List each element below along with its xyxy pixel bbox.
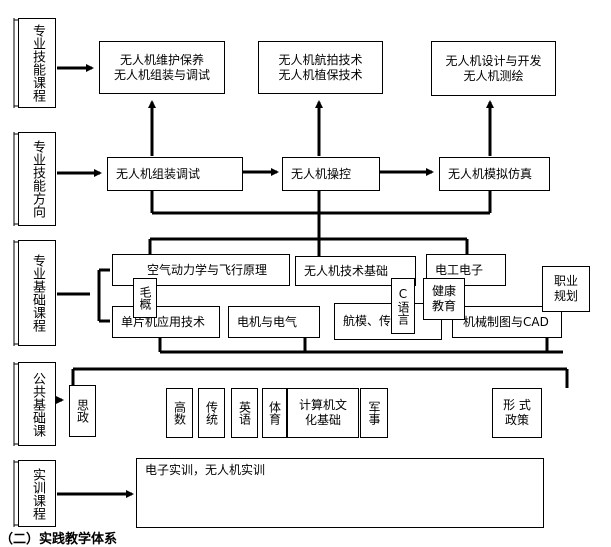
skills-course-aerial: 无人机航拍技术无人机植保技术 xyxy=(258,41,383,94)
foundation-mao: 毛概 xyxy=(133,278,157,318)
category-skills-direction: 专业技能方向 xyxy=(18,132,56,226)
foundation-health: 健康教育 xyxy=(423,278,465,320)
foundation-aerodynamics: 空气动力学与飞行原理 xyxy=(112,254,290,286)
skills-course-design: 无人机设计与开发无人机测绘 xyxy=(431,41,556,96)
category-foundation-courses: 专业基础课程 xyxy=(18,240,56,346)
direction-operation: 无人机操控 xyxy=(282,157,380,191)
public-computer: 计算机文化基础 xyxy=(287,388,359,438)
practical-training: 电子实训，无人机实训 xyxy=(136,458,544,528)
foundation-career: 职业规划 xyxy=(542,266,590,312)
public-math: 高数 xyxy=(166,388,193,438)
public-english: 英语 xyxy=(231,388,258,438)
public-pe: 体育 xyxy=(262,388,287,438)
foundation-motor: 电机与电气 xyxy=(228,306,320,338)
foundation-electronics: 电工电子 xyxy=(426,254,506,286)
foundation-c-language: C语言 xyxy=(391,278,415,334)
foundation-microcontroller: 单片机应用技术 xyxy=(112,306,220,338)
category-practical-courses: 实训课程 xyxy=(18,460,56,527)
skills-course-maintenance: 无人机维护保养无人机组装与调试 xyxy=(99,41,225,94)
category-public-courses: 公共基础课 xyxy=(18,362,56,446)
public-ideology: 思政 xyxy=(69,385,96,437)
direction-assembly: 无人机组装调试 xyxy=(107,157,243,191)
public-military: 军事 xyxy=(360,388,388,438)
public-policy: 形 式政策 xyxy=(492,388,542,438)
public-tradition: 传统 xyxy=(198,388,225,438)
section-caption: （二）实践教学体系 xyxy=(0,532,118,547)
category-skills-courses: 专业技能课程 xyxy=(18,18,56,108)
direction-simulation: 无人机模拟仿真 xyxy=(439,157,550,191)
